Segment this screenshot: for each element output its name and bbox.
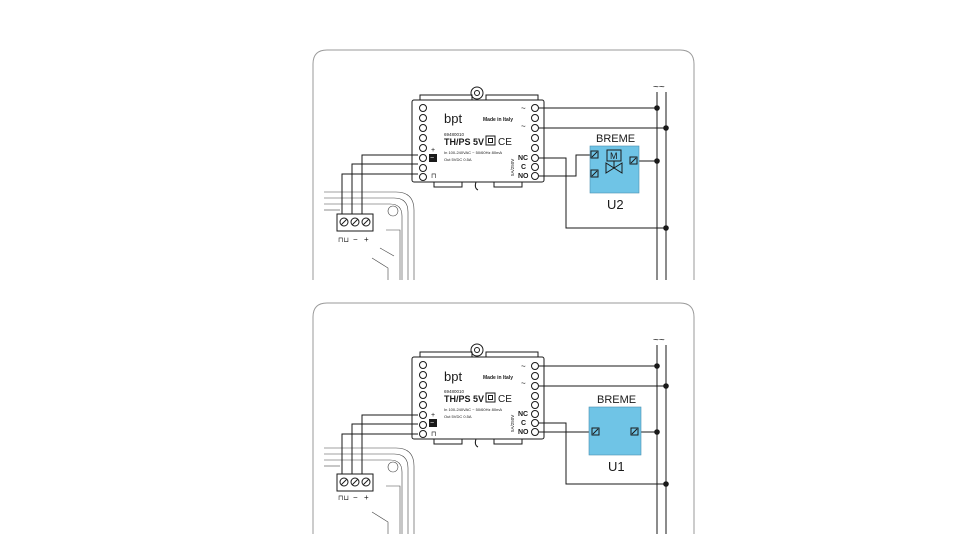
ce-mark: CE (498, 394, 512, 405)
terminal-plus-label: + (431, 412, 435, 419)
terminal-nc-label: NC (518, 411, 528, 418)
valve-icon (605, 162, 623, 174)
diagram-panel-bottom: ~~ + − ⊓ (312, 302, 695, 534)
panel-frame (312, 49, 695, 280)
terminal-c-label: C (521, 420, 526, 427)
product-code: 69480010 (444, 389, 465, 394)
actuator-unit-label: U2 (607, 197, 624, 212)
diagram-panel-top: ~~ + − ⊓ (312, 49, 695, 280)
terminal-block-label-1: ⊓⊔ (338, 237, 349, 244)
made-in-label: Made in Italy (483, 375, 513, 381)
ce-mark: CE (498, 137, 512, 148)
wiring-top (341, 105, 669, 231)
actuator-brand: BREME (597, 394, 636, 406)
motor-label: M (610, 151, 618, 161)
terminal-c-label: C (521, 164, 526, 171)
minus-terminal-marker (429, 154, 437, 162)
terminal-block: ⊓⊔ − + (336, 213, 374, 244)
terminal-pulse-label: ⊓ (431, 173, 436, 180)
terminal-minus-label: − (430, 155, 434, 162)
terminal-no-label: NO (518, 429, 529, 436)
terminal-block-label-2: − (353, 493, 358, 502)
thps-power-supply: + − ⊓ ~ ~ NC C NO 5A/250V bpt Made in It… (411, 86, 545, 191)
actuator-terminal-left (591, 427, 600, 436)
relay-rating-label: 5A/250V (510, 159, 515, 176)
output-spec: Out 5VDC 0.5A (444, 414, 472, 419)
wall-plate-outline (324, 447, 415, 534)
wall-plate-outline (324, 191, 415, 280)
terminal-block-label-3: + (364, 493, 369, 502)
actuator-terminal-right (630, 427, 639, 436)
terminal-minus-label: − (430, 420, 434, 427)
right-terminal-column (531, 362, 539, 436)
actuator-terminal-right (629, 156, 638, 165)
actuator-bottom: BREME U1 (588, 394, 642, 474)
double-insulation-icon (485, 392, 496, 403)
terminal-ac2-label: ~ (521, 379, 526, 388)
relay-rating-label: 5A/250V (510, 415, 515, 432)
terminal-block-label-2: − (353, 235, 358, 244)
supply-rails: ~~ (653, 335, 667, 534)
left-terminal-column (419, 361, 427, 438)
input-spec: In 100-240VAC ~ 50/60Hz 80mA (444, 407, 502, 412)
output-spec: Out 5VDC 0.5A (444, 157, 472, 162)
terminal-ac1-label: ~ (521, 104, 526, 113)
panel-frame (312, 302, 695, 534)
model-name: TH/PS 5V (444, 137, 484, 147)
made-in-label: Made in Italy (483, 117, 513, 123)
terminal-ac2-label: ~ (521, 122, 526, 131)
ac-supply-symbol: ~~ (653, 335, 665, 346)
actuator-brand: BREME (596, 133, 635, 145)
terminal-nc-label: NC (518, 155, 528, 162)
minus-terminal-marker (429, 419, 437, 427)
left-terminal-column (419, 104, 427, 181)
terminal-plus-label: + (431, 147, 435, 154)
bpt-logo: bpt (444, 111, 462, 126)
actuator-unit-label: U1 (608, 459, 625, 474)
terminal-block: ⊓⊔ − + (336, 473, 374, 502)
bpt-logo: bpt (444, 369, 462, 384)
actuator-terminal-left (590, 150, 599, 159)
model-name: TH/PS 5V (444, 394, 484, 404)
actuator-top: BREME M U2 (589, 133, 640, 212)
double-insulation-icon (485, 135, 496, 146)
ac-supply-symbol: ~~ (653, 82, 665, 93)
actuator-body (588, 406, 642, 456)
terminal-block-label-3: + (364, 235, 369, 244)
input-spec: In 100-240VAC ~ 50/60Hz 80mA (444, 150, 502, 155)
right-terminal-column (531, 104, 539, 180)
terminal-pulse-label: ⊓ (431, 431, 436, 438)
thps-power-supply: + − ⊓ ~ ~ NC C NO 5A/250V bpt Made in It… (411, 343, 545, 448)
terminal-no-label: NO (518, 173, 529, 180)
supply-rails: ~~ (653, 82, 667, 280)
terminal-ac1-label: ~ (521, 362, 526, 371)
product-code: 69480010 (444, 132, 465, 137)
terminal-block-label-1: ⊓⊔ (338, 495, 349, 502)
